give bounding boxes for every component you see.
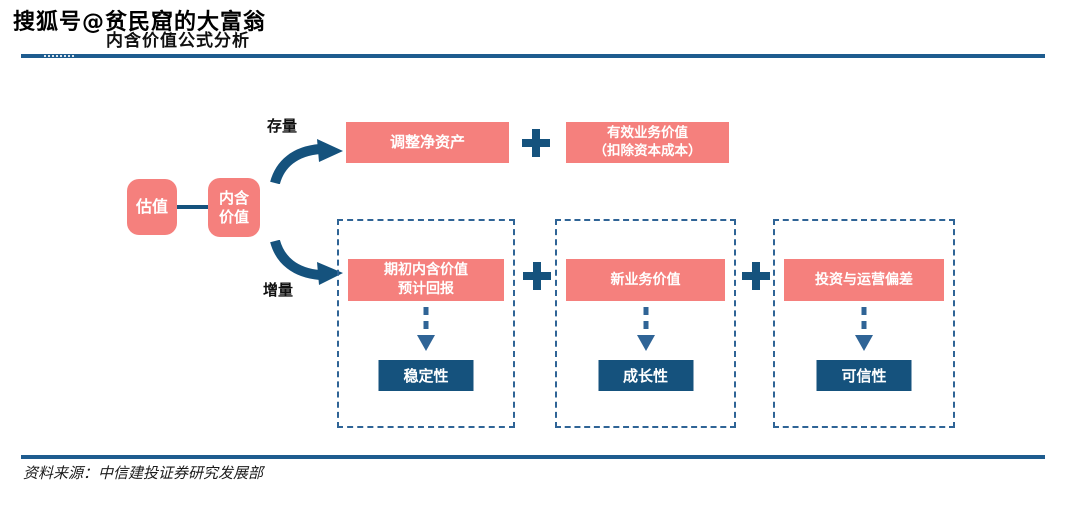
bottom-divider <box>21 455 1045 459</box>
plus-icon <box>522 129 550 157</box>
plus-icon <box>523 262 551 290</box>
box-investment-operating-variance-line1: 投资与运营偏差 <box>815 271 913 288</box>
group-expected-return: 期初内含价值 预计回报 稳定性 <box>337 219 515 428</box>
box-value-in-force-line2: （扣除资本成本） <box>593 142 702 159</box>
branch-label-stock: 存量 <box>267 117 298 135</box>
box-growth: 成长性 <box>598 360 693 391</box>
curved-arrow-up-icon <box>270 139 343 184</box>
box-investment-operating-variance: 投资与运营偏差 <box>784 259 944 301</box>
box-value-in-force-line1: 有效业务价值 <box>607 124 688 141</box>
top-divider <box>21 54 1045 58</box>
node-embedded-value-line2: 价值 <box>218 207 249 226</box>
connector-line <box>177 205 208 209</box>
box-adjusted-net-assets-label: 调整净资产 <box>389 132 465 151</box>
branch-label-increment: 增量 <box>263 281 294 299</box>
dashed-arrow-down-icon <box>855 307 873 351</box>
box-new-business-value: 新业务价值 <box>566 259 725 301</box>
curved-arrow-down-icon <box>270 240 343 285</box>
box-new-business-value-line1: 新业务价值 <box>610 271 681 288</box>
node-valuation-label: 估值 <box>135 197 168 216</box>
figure-title: 内含价值公式分析 <box>106 31 250 51</box>
plus-icon <box>742 262 770 290</box>
node-valuation: 估值 <box>127 179 177 235</box>
watermark: 搜狐号@贫民窟的大富翁 <box>13 10 267 35</box>
source-note: 资料来源：中信建投证券研究发展部 <box>23 464 264 482</box>
box-value-in-force: 有效业务价值 （扣除资本成本） <box>566 122 729 163</box>
group-new-business-value: 新业务价值 成长性 <box>555 219 736 428</box>
box-expected-return-line1: 期初内含价值 <box>384 262 468 279</box>
box-expected-return: 期初内含价值 预计回报 <box>348 259 504 301</box>
box-stability: 稳定性 <box>378 360 474 391</box>
node-embedded-value-line1: 内含 <box>218 188 249 207</box>
box-adjusted-net-assets: 调整净资产 <box>346 122 509 163</box>
dashed-arrow-down-icon <box>417 307 435 351</box>
group-investment-operating-variance: 投资与运营偏差 可信性 <box>773 219 955 428</box>
box-credibility: 可信性 <box>816 360 912 391</box>
node-embedded-value: 内含 价值 <box>208 178 260 237</box>
box-expected-return-line2: 预计回报 <box>398 281 454 297</box>
dashed-arrow-down-icon <box>636 307 655 351</box>
top-divider-dotted-segment <box>44 55 76 57</box>
